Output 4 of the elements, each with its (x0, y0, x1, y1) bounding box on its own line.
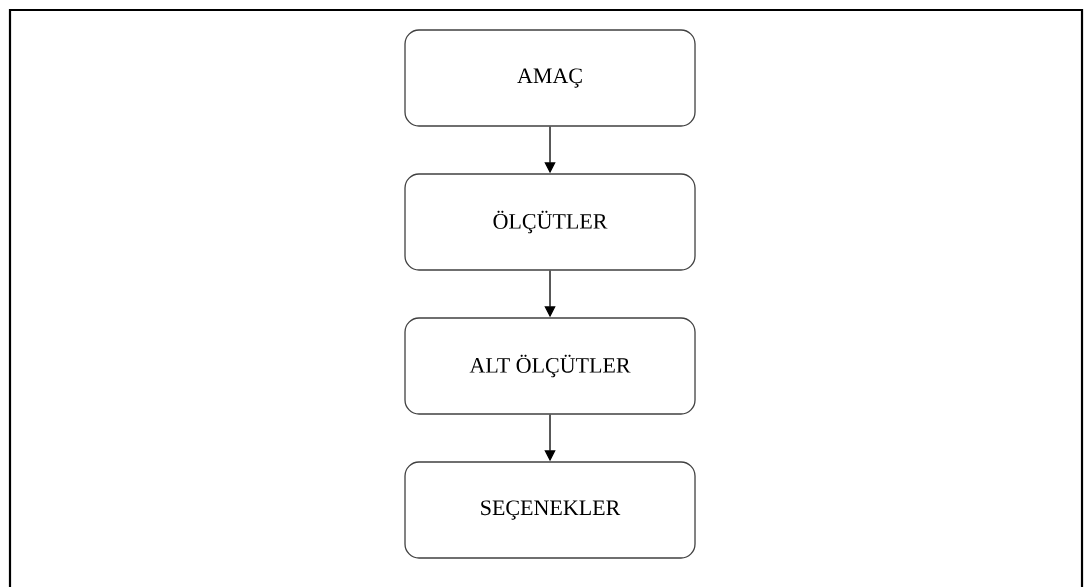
process-box: ÖLÇÜTLER (404, 173, 696, 271)
process-box: SEÇENEKLER (404, 461, 696, 559)
process-box: AMAÇ (404, 29, 696, 127)
process-box: ALT ÖLÇÜTLER (404, 317, 696, 415)
